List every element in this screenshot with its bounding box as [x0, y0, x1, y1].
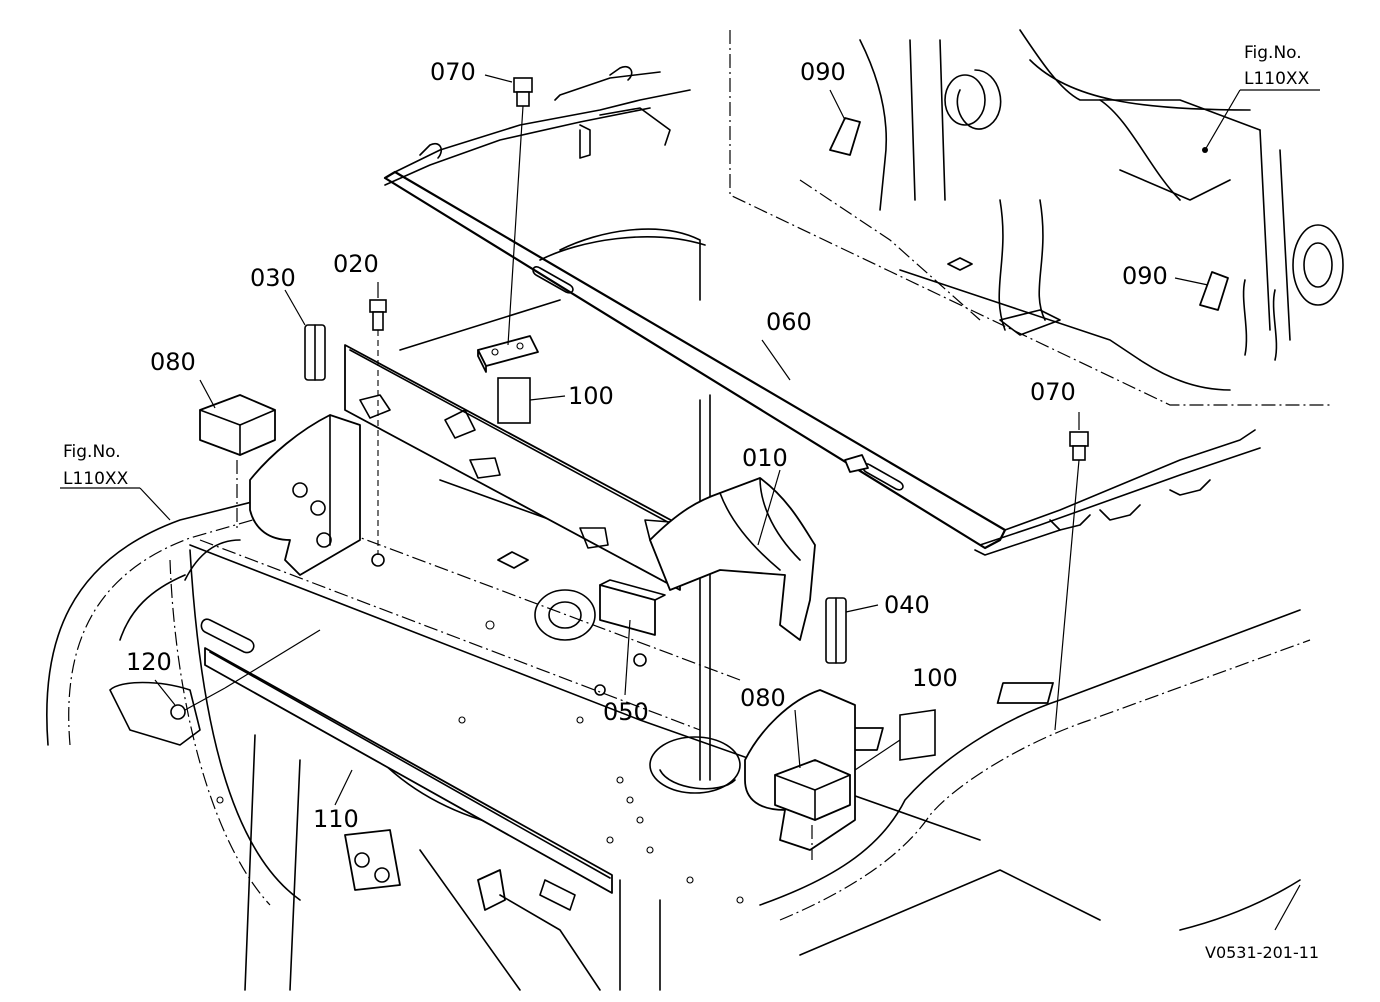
left-bracket: [199, 394, 361, 576]
inset-detail: [729, 29, 1344, 406]
right-bracket: [744, 689, 936, 860]
cross-bar-060: [383, 65, 1261, 556]
callout-100-upper: 100: [568, 382, 614, 410]
callout-090-lower: 090: [1122, 262, 1168, 290]
callout-070-right: 070: [1030, 378, 1076, 406]
callout-010: 010: [742, 444, 788, 472]
seal-040: [825, 597, 879, 664]
callout-040: 040: [884, 591, 930, 619]
callout-030: 030: [250, 264, 296, 292]
fig-ref-left-title: Fig.No.: [63, 442, 121, 462]
callout-080-left: 080: [150, 348, 196, 376]
fasteners: [60, 74, 1089, 894]
strip-110: [204, 629, 613, 894]
bolt-020: [369, 282, 387, 567]
callout-110: 110: [313, 805, 359, 833]
duct-010: [649, 469, 816, 641]
chassis-outline: [45, 228, 1311, 991]
seal-030: [284, 289, 326, 381]
callout-050: 050: [603, 698, 649, 726]
panel-assembly: [344, 335, 681, 591]
bolt-070-right: [1054, 412, 1089, 731]
pad-050: [594, 579, 666, 696]
callout-060: 060: [766, 308, 812, 336]
callout-100-lower: 100: [912, 664, 958, 692]
fig-ref-right-title: Fig.No.: [1244, 43, 1302, 63]
bolt-120: [154, 679, 226, 720]
callout-120: 120: [126, 648, 172, 676]
drawing-code: V0531-201-11: [1205, 943, 1319, 962]
callout-070-top: 070: [430, 58, 476, 86]
callout-080-right: 080: [740, 684, 786, 712]
callout-020: 020: [333, 250, 379, 278]
fig-ref-left-code: L110XX: [63, 469, 129, 489]
fig-ref-right-code: L110XX: [1244, 69, 1310, 89]
bolt-070-top: [484, 74, 533, 346]
callout-090-upper: 090: [800, 58, 846, 86]
callout-labels: 070 090 020 030 090 060 080 100 070 010 …: [63, 43, 1319, 962]
